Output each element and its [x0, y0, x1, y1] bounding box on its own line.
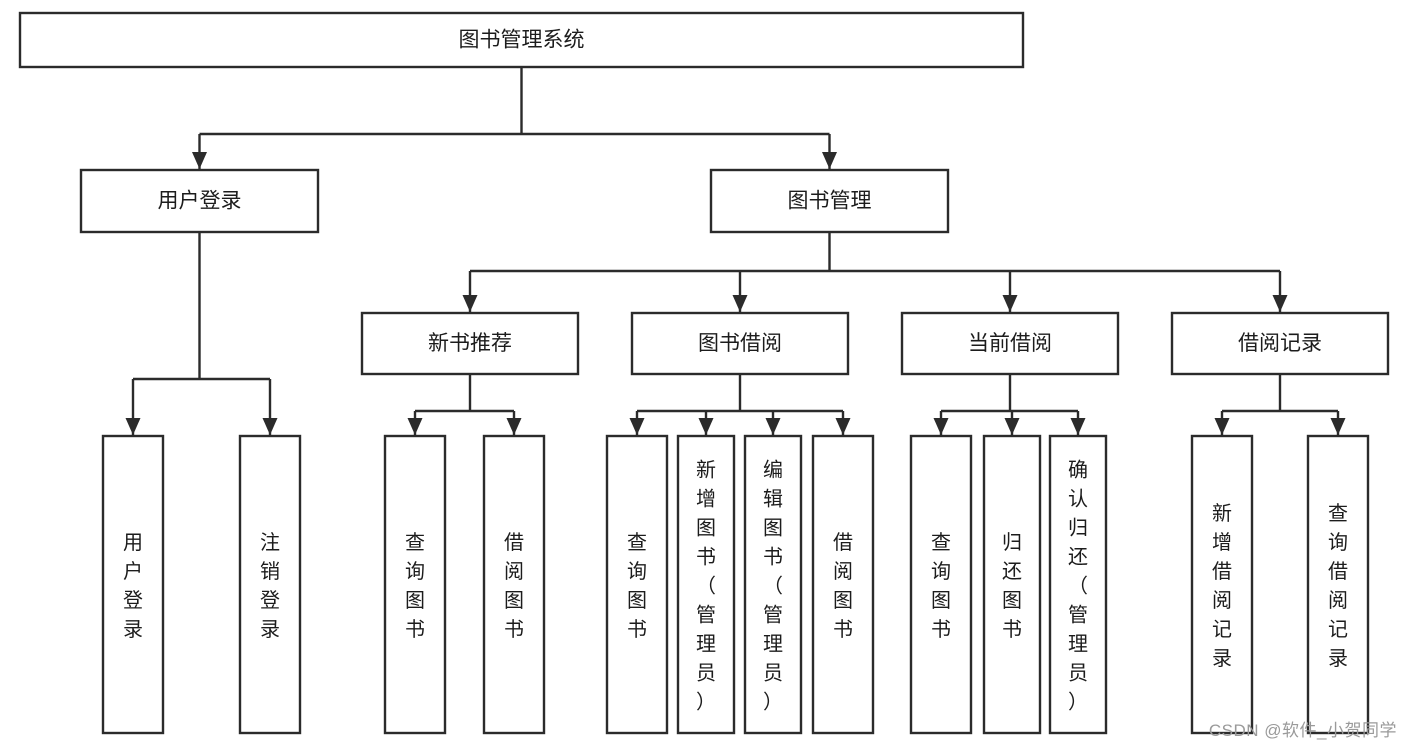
arrow-head-icon: [1214, 418, 1230, 435]
node-leaf-add-record[interactable]: 新增借阅记录: [1190, 434, 1254, 735]
node-leaf-return-book[interactable]: 归还图书: [982, 434, 1042, 735]
watermark-label: CSDN @软件_小贺同学: [1208, 721, 1397, 740]
arrow-head-icon: [698, 418, 714, 435]
arrow-head-icon: [262, 418, 278, 435]
node-leaf-edit-book[interactable]: 编辑图书（管理员）: [743, 434, 803, 735]
arrow-head-icon: [506, 418, 522, 435]
node-root[interactable]: 图书管理系统: [18, 11, 1025, 69]
node-book-manage[interactable]: 图书管理: [709, 168, 950, 234]
node-leaf-confirm-return[interactable]: 确认归还（管理员）: [1048, 434, 1108, 735]
node-book-borrow[interactable]: 图书借阅: [630, 311, 850, 376]
node-leaf-query-book-1[interactable]: 查询图书: [383, 434, 447, 735]
node-leaf-query-book-3-rect[interactable]: [909, 434, 973, 735]
connector-layer: [125, 67, 1346, 435]
node-root-rect[interactable]: [18, 11, 1025, 69]
node-leaf-query-book-1-label: 查询图书: [405, 531, 425, 641]
node-leaf-logout-label: 注销登录: [260, 531, 280, 641]
node-leaf-query-book-2-label: 查询图书: [627, 531, 647, 641]
node-leaf-return-book-label: 归还图书: [1002, 531, 1022, 641]
node-leaf-add-book-rect[interactable]: [676, 434, 736, 735]
arrow-head-icon: [192, 152, 207, 169]
node-leaf-add-record-rect[interactable]: [1190, 434, 1254, 735]
arrow-head-icon: [933, 418, 949, 435]
arrow-head-icon: [1002, 295, 1018, 312]
node-leaf-borrow-book-2-label: 借阅图书: [833, 531, 853, 641]
node-new-book-rec-rect[interactable]: [360, 311, 580, 376]
node-leaf-query-book-1-rect[interactable]: [383, 434, 447, 735]
node-current-borrow-label: 当前借阅: [968, 332, 1052, 355]
node-leaf-borrow-book-2-rect[interactable]: [811, 434, 875, 735]
arrow-head-icon: [1070, 418, 1086, 435]
node-leaf-query-record[interactable]: 查询借阅记录: [1306, 434, 1370, 735]
node-leaf-return-book-rect[interactable]: [982, 434, 1042, 735]
node-borrow-record-rect[interactable]: [1170, 311, 1390, 376]
node-book-manage-rect[interactable]: [709, 168, 950, 234]
arrow-head-icon: [125, 418, 141, 435]
arrow-head-icon: [1004, 418, 1020, 435]
node-borrow-record-label: 借阅记录: [1238, 332, 1322, 355]
arrow-head-icon: [732, 295, 748, 312]
node-leaf-add-record-label: 新增借阅记录: [1212, 502, 1232, 670]
node-leaf-user-login-rect[interactable]: [101, 434, 165, 735]
node-layer: 图书管理系统用户登录图书管理新书推荐图书借阅当前借阅借阅记录用户登录注销登录查询…: [18, 11, 1390, 735]
node-new-book-rec-label: 新书推荐: [428, 332, 512, 355]
node-new-book-rec[interactable]: 新书推荐: [360, 311, 580, 376]
node-book-borrow-rect[interactable]: [630, 311, 850, 376]
node-leaf-borrow-book-1-rect[interactable]: [482, 434, 546, 735]
node-leaf-logout-rect[interactable]: [238, 434, 302, 735]
arrow-head-icon: [462, 295, 478, 312]
node-leaf-add-book-label: 新增图书（管理员）: [696, 459, 716, 714]
arrow-head-icon: [835, 418, 851, 435]
node-leaf-add-book[interactable]: 新增图书（管理员）: [676, 434, 736, 735]
node-leaf-borrow-book-1[interactable]: 借阅图书: [482, 434, 546, 735]
node-current-borrow[interactable]: 当前借阅: [900, 311, 1120, 376]
node-current-borrow-rect[interactable]: [900, 311, 1120, 376]
node-leaf-edit-book-label: 编辑图书（管理员）: [763, 459, 783, 714]
arrow-head-icon: [1272, 295, 1288, 312]
arrow-head-icon: [629, 418, 645, 435]
node-book-manage-label: 图书管理: [788, 190, 872, 213]
node-leaf-query-book-2-rect[interactable]: [605, 434, 669, 735]
node-user-login[interactable]: 用户登录: [79, 168, 320, 234]
node-root-label: 图书管理系统: [459, 29, 585, 52]
node-leaf-logout[interactable]: 注销登录: [238, 434, 302, 735]
node-leaf-user-login[interactable]: 用户登录: [101, 434, 165, 735]
node-leaf-query-book-2[interactable]: 查询图书: [605, 434, 669, 735]
arrow-head-icon: [1330, 418, 1346, 435]
node-borrow-record[interactable]: 借阅记录: [1170, 311, 1390, 376]
node-leaf-borrow-book-2[interactable]: 借阅图书: [811, 434, 875, 735]
node-leaf-confirm-return-label: 确认归还（管理员）: [1068, 459, 1088, 714]
node-leaf-query-book-3[interactable]: 查询图书: [909, 434, 973, 735]
node-leaf-query-record-label: 查询借阅记录: [1328, 502, 1348, 670]
node-leaf-query-book-3-label: 查询图书: [931, 531, 951, 641]
node-leaf-edit-book-rect[interactable]: [743, 434, 803, 735]
arrow-head-icon: [765, 418, 781, 435]
node-book-borrow-label: 图书借阅: [698, 332, 782, 355]
arrow-head-icon: [822, 152, 837, 169]
node-user-login-label: 用户登录: [158, 190, 242, 213]
node-leaf-confirm-return-rect[interactable]: [1048, 434, 1108, 735]
node-leaf-borrow-book-1-label: 借阅图书: [504, 531, 524, 641]
node-leaf-user-login-label: 用户登录: [123, 532, 143, 641]
node-user-login-rect[interactable]: [79, 168, 320, 234]
arrow-head-icon: [407, 418, 423, 435]
node-leaf-query-record-rect[interactable]: [1306, 434, 1370, 735]
